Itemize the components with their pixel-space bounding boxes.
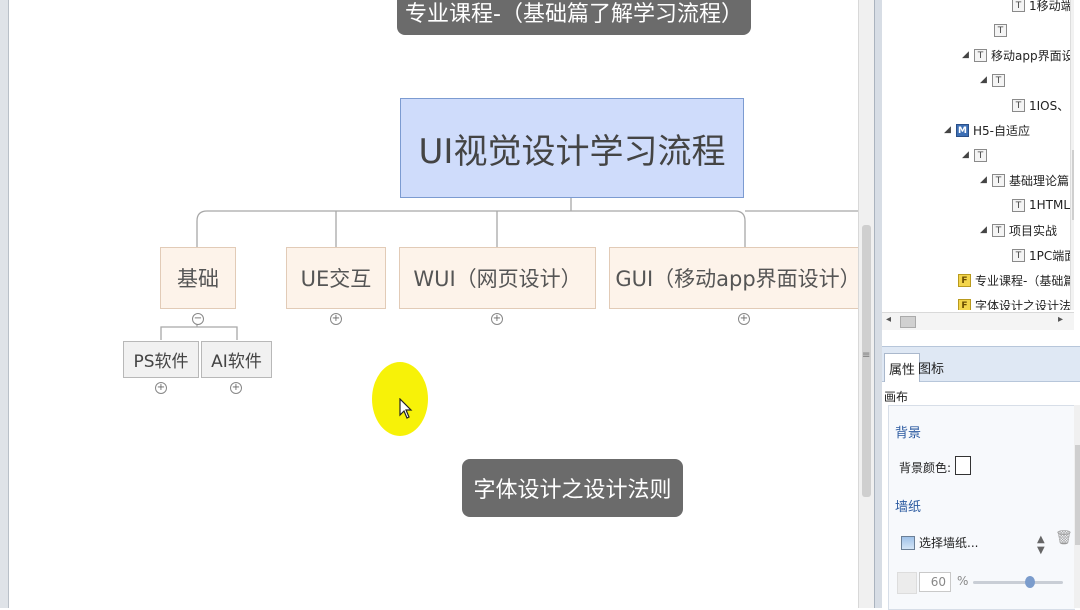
trash-icon[interactable]: 🗑 [1055, 530, 1073, 546]
text-topic-icon: T [974, 48, 987, 62]
opacity-slider-handle[interactable] [1025, 576, 1035, 588]
outline-item[interactable]: ◢T [980, 69, 1009, 91]
topic-wui[interactable]: WUI（网页设计） [399, 247, 596, 309]
floating-topic-top[interactable]: 专业课程-（基础篇了解学习流程） [397, 0, 751, 35]
image-icon [901, 535, 915, 550]
expand-toggle-icon[interactable]: + [491, 313, 503, 325]
text-topic-icon: T [1012, 0, 1025, 12]
properties-scrollbar[interactable] [1074, 405, 1080, 608]
central-topic[interactable]: UI视觉设计学习流程 [400, 98, 744, 198]
text-topic-icon: T [974, 148, 987, 162]
text-topic-icon: T [992, 173, 1005, 187]
expand-toggle-icon[interactable]: + [330, 313, 342, 325]
background-section-title: 背景 [895, 426, 922, 441]
outline-horizontal-scrollbar[interactable]: ◂ ▸ [882, 312, 1074, 330]
panel-tabs: 属性 图标 [882, 346, 1080, 382]
wallpaper-section-title: 墙纸 [895, 500, 922, 515]
topic-wui-label: WUI（网页设计） [413, 267, 582, 291]
wallpaper-select[interactable]: 选择墙纸... [901, 534, 978, 551]
floating-topic-icon: F [958, 273, 971, 287]
scroll-grip-icon: ≡ [862, 350, 871, 361]
expand-triangle-icon[interactable]: ◢ [980, 175, 987, 185]
subtopic-ps-label: PS软件 [133, 352, 189, 372]
canvas-scroll-thumb[interactable] [862, 225, 871, 497]
opacity-input[interactable]: 60 [919, 572, 951, 592]
topic-ue-label: UE交互 [300, 267, 372, 291]
text-topic-icon: T [1012, 98, 1025, 112]
floating-topic-top-label: 专业课程-（基础篇了解学习流程） [405, 1, 743, 27]
tab-icons[interactable]: 图标 [918, 361, 945, 377]
opacity-swatch [897, 572, 917, 594]
subtopic-ps[interactable]: PS软件 [123, 341, 199, 378]
background-color-label: 背景颜色: [899, 461, 952, 475]
mindmap-canvas[interactable]: 专业课程-（基础篇了解学习流程） UI视觉设计学习流程 基础 − UE交互 + … [0, 0, 858, 608]
floating-topic-bottom-label: 字体设计之设计法则 [473, 478, 672, 503]
expand-triangle-icon[interactable]: ◢ [980, 75, 987, 85]
outline-item[interactable]: ◢T [962, 144, 991, 166]
properties-panel: 背景 背景颜色: 墙纸 选择墙纸... ▲▼ 🗑 60 % [888, 405, 1075, 610]
scroll-right-icon[interactable]: ▸ [1058, 314, 1064, 325]
topic-gui[interactable]: GUI（移动app界面设计） [609, 247, 858, 309]
breadcrumb: 画布 [884, 390, 909, 404]
topic-gui-label: GUI（移动app界面设计） [615, 267, 858, 291]
text-topic-icon: T [992, 223, 1005, 237]
subtopic-ai-label: AI软件 [211, 352, 262, 372]
scroll-left-icon[interactable]: ◂ [886, 314, 892, 325]
background-color-swatch[interactable] [955, 456, 971, 475]
connector-lines [160, 197, 858, 340]
canvas-left-edge [0, 0, 9, 608]
central-topic-label: UI视觉设计学习流程 [418, 131, 726, 172]
expand-toggle-icon[interactable]: + [738, 313, 750, 325]
subtopic-ai[interactable]: AI软件 [201, 341, 272, 378]
topic-basics[interactable]: 基础 [160, 247, 236, 309]
outline-scroll-thumb[interactable] [1072, 150, 1074, 220]
floating-topic-bottom[interactable]: 字体设计之设计法则 [462, 459, 683, 517]
topic-ue[interactable]: UE交互 [286, 247, 386, 309]
mouse-cursor-icon [399, 398, 413, 419]
expand-toggle-icon[interactable]: + [230, 382, 242, 394]
tab-properties[interactable]: 属性 [884, 353, 921, 382]
floating-topic-icon: F [958, 298, 971, 310]
properties-scroll-thumb[interactable] [1075, 445, 1080, 545]
outline-item[interactable]: T [994, 19, 1011, 41]
spinner-arrows-icon[interactable]: ▲▼ [1037, 534, 1045, 556]
topic-basics-label: 基础 [177, 267, 219, 291]
outline-vertical-scrollbar[interactable] [1070, 0, 1074, 310]
expand-triangle-icon[interactable]: ◢ [962, 50, 969, 60]
collapse-toggle-icon[interactable]: − [192, 313, 204, 325]
expand-toggle-icon[interactable]: + [155, 382, 167, 394]
opacity-slider[interactable] [973, 581, 1063, 584]
main-topic-icon: M [956, 123, 969, 137]
text-topic-icon: T [992, 73, 1005, 87]
text-topic-icon: T [994, 23, 1007, 37]
wallpaper-select-label: 选择墙纸... [919, 536, 979, 550]
text-topic-icon: T [1012, 198, 1025, 212]
text-topic-icon: T [1012, 248, 1025, 262]
expand-triangle-icon[interactable]: ◢ [980, 225, 987, 235]
expand-triangle-icon[interactable]: ◢ [944, 125, 951, 135]
outline-hscroll-thumb[interactable] [900, 316, 916, 328]
canvas-vertical-scrollbar[interactable]: ≡ [858, 0, 875, 608]
opacity-unit: % [957, 574, 969, 588]
expand-triangle-icon[interactable]: ◢ [962, 150, 969, 160]
